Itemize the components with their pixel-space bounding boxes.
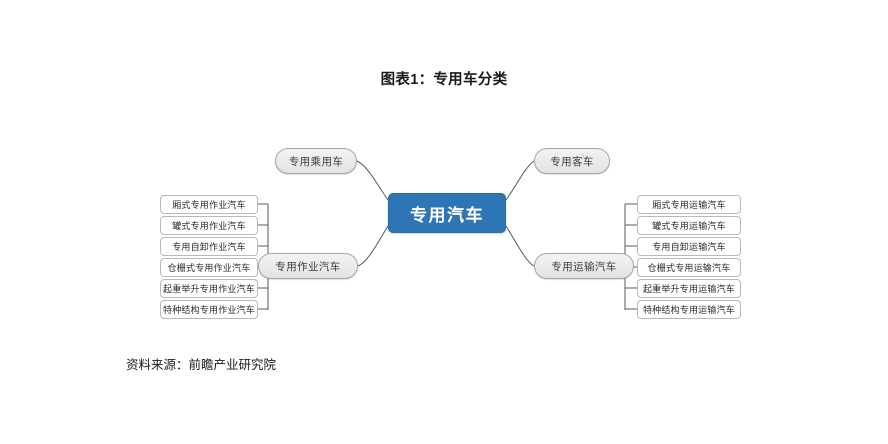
root-node-special-vehicle[interactable]: 专用汽车 — [388, 193, 506, 233]
edge-root-to-transport — [505, 225, 535, 267]
leaf-node-transport-1[interactable]: 罐式专用运输汽车 — [637, 216, 741, 235]
leaf-node-operation-5[interactable]: 特种结构专用作业汽车 — [160, 300, 258, 319]
branch-node-special-passenger-car[interactable]: 专用乘用车 — [275, 148, 357, 174]
leaf-node-operation-3[interactable]: 仓栅式专用作业汽车 — [160, 258, 258, 277]
leaf-node-transport-2[interactable]: 专用自卸运输汽车 — [637, 237, 741, 256]
branch-node-special-operation-vehicle[interactable]: 专用作业汽车 — [258, 253, 358, 279]
edge-root-to-bus — [505, 160, 535, 201]
branch-node-special-transport-vehicle[interactable]: 专用运输汽车 — [534, 253, 634, 279]
leaf-node-transport-3[interactable]: 仓栅式专用运输汽车 — [637, 258, 741, 277]
leaf-node-transport-4[interactable]: 起重举升专用运输汽车 — [637, 279, 741, 298]
leaf-node-transport-0[interactable]: 厢式专用运输汽车 — [637, 195, 741, 214]
leaf-node-operation-1[interactable]: 罐式专用作业汽车 — [160, 216, 258, 235]
leaf-node-transport-5[interactable]: 特种结构专用运输汽车 — [637, 300, 741, 319]
branch-node-special-bus[interactable]: 专用客车 — [534, 148, 610, 174]
source-note: 资料来源：前瞻产业研究院 — [126, 358, 277, 372]
leaf-node-operation-4[interactable]: 起重举升专用作业汽车 — [160, 279, 258, 298]
page-title: 图表1：专用车分类 — [380, 72, 508, 88]
edge-root-to-operation — [357, 225, 389, 267]
leaf-node-operation-0[interactable]: 厢式专用作业汽车 — [160, 195, 258, 214]
leaf-node-operation-2[interactable]: 专用自卸作业汽车 — [160, 237, 258, 256]
edge-root-to-passenger — [356, 160, 389, 201]
